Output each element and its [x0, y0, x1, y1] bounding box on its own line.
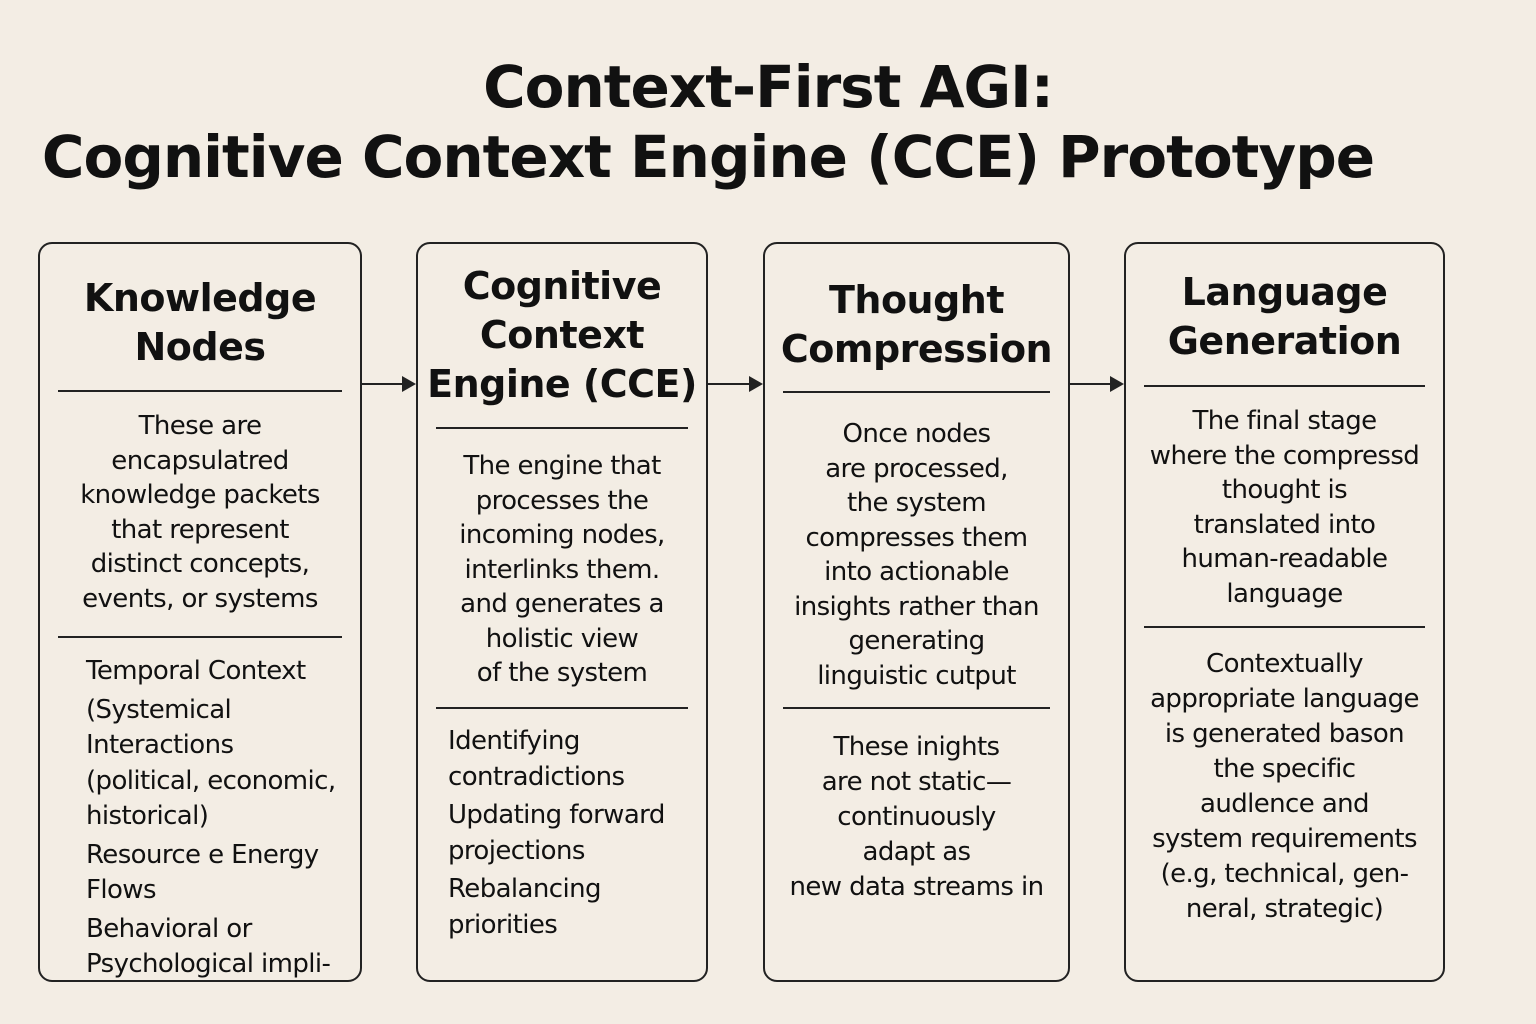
stage-note: Contextually appropriate language is gen… [1150, 649, 1419, 924]
stage-heading: Cognitive Context Engine (CCE) [427, 264, 697, 406]
stage-description: The engine that processes the incoming n… [459, 451, 665, 688]
arrow-right-icon [1110, 376, 1124, 392]
divider [58, 390, 342, 392]
list-item: (Systemical Interactions (political, eco… [86, 694, 336, 832]
list-item: Resource e Energy Flows [86, 839, 319, 906]
arrow-right-icon [749, 376, 763, 392]
arrow-right-icon [402, 376, 416, 392]
list-item: Temporal Context [86, 656, 306, 686]
stage-heading: Language Generation [1167, 270, 1402, 363]
divider [783, 391, 1050, 393]
list-item: Rebalancing priorities [448, 874, 601, 940]
divider [58, 636, 342, 638]
list-item: Updating forward projections [448, 800, 665, 866]
stage-heading: Thought Compression [780, 278, 1053, 371]
stage-item-list: Temporal Context (Systemical Interaction… [86, 654, 356, 980]
stage-note: These inights are not static— continuous… [789, 732, 1044, 902]
title-line-2: Cognitive Context Engine (CCE) Prototype [41, 123, 1375, 191]
divider [783, 707, 1050, 709]
stage-language-generation: Language Generation The final stage wher… [1124, 242, 1445, 982]
flow-arrow [362, 376, 416, 392]
divider [1144, 626, 1425, 628]
title-line-1: Context-First AGI: [483, 53, 1054, 121]
stage-knowledge-nodes: Knowledge Nodes These are encapsulatred … [38, 242, 362, 982]
stage-description: Once nodes are processed, the system com… [794, 419, 1039, 691]
stage-item-list: Identifying contradictions Updating forw… [448, 724, 702, 946]
diagram-title: Context-First AGI: Cognitive Context Eng… [0, 52, 1536, 192]
divider [436, 707, 688, 709]
stage-heading: Knowledge Nodes [83, 276, 317, 369]
stage-thought-compression: Thought Compression Once nodes are proce… [763, 242, 1070, 982]
flow-arrow [1070, 376, 1124, 392]
stage-description: These are encapsulatred knowledge packet… [80, 411, 320, 614]
flow-arrow [708, 376, 763, 392]
stage-cognitive-context-engine: Cognitive Context Engine (CCE) The engin… [416, 242, 708, 982]
list-item: Behavioral or Psychological impli- [86, 913, 331, 980]
stage-description: The final stage where the compressd thou… [1149, 406, 1420, 609]
divider [436, 427, 688, 429]
list-item: Identifying contradictions [448, 726, 625, 792]
divider [1144, 385, 1425, 387]
